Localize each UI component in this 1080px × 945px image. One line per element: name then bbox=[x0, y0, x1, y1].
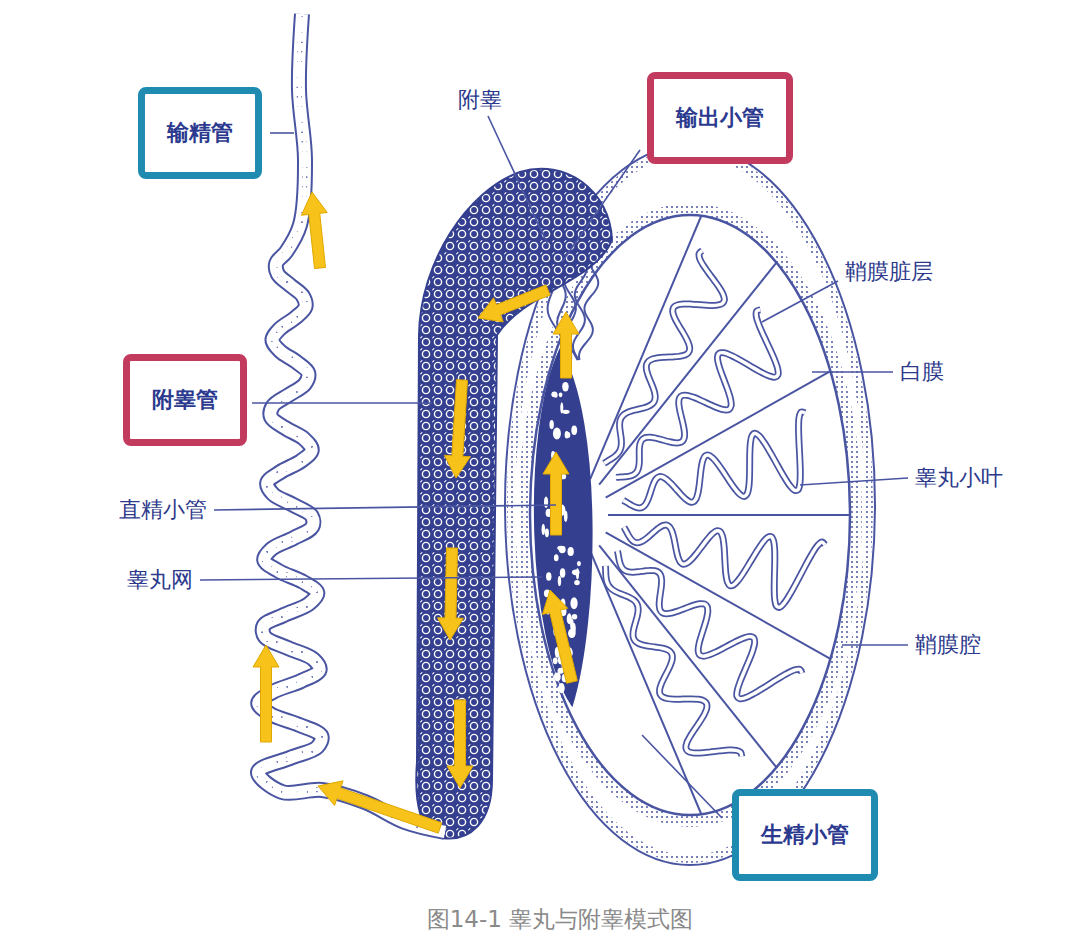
seminiferous-tubule-lumen bbox=[624, 525, 825, 607]
rete-mesh bbox=[545, 528, 549, 537]
flow-arrow bbox=[542, 590, 577, 683]
tunica-albuginea bbox=[530, 215, 850, 815]
leader-line bbox=[812, 371, 893, 373]
rete-mesh bbox=[557, 546, 565, 551]
rete-mesh bbox=[546, 572, 551, 580]
rete-mesh bbox=[572, 614, 577, 619]
box-label: 输精管 bbox=[167, 120, 233, 146]
seminiferous-tubule-lumen bbox=[616, 310, 778, 478]
rete-mesh bbox=[574, 580, 580, 585]
tunica-stipple bbox=[511, 151, 869, 859]
box-label: 输出小管 bbox=[676, 105, 764, 131]
rete-mesh bbox=[562, 382, 569, 392]
rete-mesh bbox=[558, 576, 561, 586]
flow-arrow bbox=[447, 700, 473, 788]
box-label: 附睾管 bbox=[152, 387, 218, 413]
rete-mesh bbox=[544, 497, 548, 508]
rete-mesh bbox=[560, 568, 566, 578]
part-label: 睾丸小叶 bbox=[915, 465, 1003, 491]
flow-arrow bbox=[301, 192, 327, 269]
rete-mesh bbox=[551, 391, 557, 397]
leader-lines bbox=[200, 116, 908, 818]
rete-mesh bbox=[542, 524, 546, 535]
rete-mesh bbox=[572, 623, 576, 634]
leader-line bbox=[270, 132, 294, 134]
rete-mesh bbox=[562, 410, 569, 414]
rete-mesh bbox=[567, 613, 572, 624]
vas-deferens-texture bbox=[258, 14, 445, 832]
rete-mesh bbox=[568, 547, 574, 556]
seminiferous-tubule bbox=[624, 525, 825, 607]
part-label: 睾丸网 bbox=[127, 567, 193, 593]
label-box: 输出小管 bbox=[647, 72, 793, 164]
vas-deferens-lumen bbox=[258, 14, 445, 832]
rete-mesh bbox=[554, 394, 557, 398]
leader-line bbox=[562, 150, 640, 262]
rete-mesh bbox=[565, 431, 569, 439]
leader-line bbox=[488, 116, 548, 245]
leader-line bbox=[200, 577, 542, 580]
seminiferous-tubule-lumen bbox=[618, 551, 802, 699]
vas-deferens bbox=[258, 14, 445, 832]
rete-mesh bbox=[553, 657, 558, 664]
seminiferous-tubule-lumen bbox=[605, 566, 741, 756]
seminiferous-tubule bbox=[604, 251, 724, 464]
part-label: 鞘膜腔 bbox=[915, 632, 981, 658]
seminiferous-tubule bbox=[623, 412, 805, 508]
label-box: 输精管 bbox=[138, 87, 262, 179]
seminiferous-tubule-lumen bbox=[623, 412, 805, 508]
rete-mesh bbox=[554, 554, 559, 561]
flow-arrow bbox=[553, 312, 579, 378]
rete-mesh bbox=[570, 597, 577, 609]
rete-mesh bbox=[571, 425, 577, 434]
lobule-septum bbox=[590, 551, 701, 814]
lobule-septum bbox=[608, 514, 850, 516]
flow-arrow bbox=[253, 645, 279, 742]
leader-line bbox=[642, 735, 722, 818]
rete-mesh bbox=[559, 393, 563, 398]
box-label: 生精小管 bbox=[761, 822, 849, 848]
epididymis bbox=[416, 169, 612, 839]
rete-mesh bbox=[554, 672, 561, 681]
flow-arrow bbox=[318, 781, 442, 833]
rete-testis bbox=[535, 350, 592, 705]
rete-mesh bbox=[558, 683, 564, 693]
seminiferous-tubule-lumen bbox=[604, 251, 724, 464]
rete-mesh bbox=[572, 570, 580, 576]
part-label: 直精小管 bbox=[119, 497, 207, 523]
leader-line bbox=[842, 644, 908, 646]
part-label: 附睾 bbox=[458, 87, 502, 113]
flow-arrow bbox=[437, 548, 463, 640]
seminiferous-tubule bbox=[616, 310, 778, 478]
leader-line bbox=[252, 402, 432, 404]
flow-arrow bbox=[478, 285, 550, 322]
figure-caption: 图14-1 睾丸与附睾模式图 bbox=[427, 906, 694, 934]
leader-line bbox=[800, 478, 908, 485]
rete-mesh bbox=[549, 420, 553, 429]
part-label: 白膜 bbox=[900, 359, 944, 385]
flow-arrow bbox=[444, 380, 470, 478]
leader-line bbox=[762, 281, 838, 322]
flow-arrow bbox=[543, 452, 569, 535]
seminiferous-tubule bbox=[618, 551, 802, 699]
leader-line bbox=[214, 505, 556, 510]
label-box: 生精小管 bbox=[732, 789, 878, 881]
rete-mesh bbox=[577, 561, 581, 566]
rete-mesh bbox=[553, 428, 561, 440]
part-label: 鞘膜脏层 bbox=[845, 259, 933, 285]
label-box: 附睾管 bbox=[123, 354, 247, 446]
tunica-albuginea-band bbox=[524, 209, 856, 821]
seminiferous-tubule bbox=[605, 566, 741, 756]
